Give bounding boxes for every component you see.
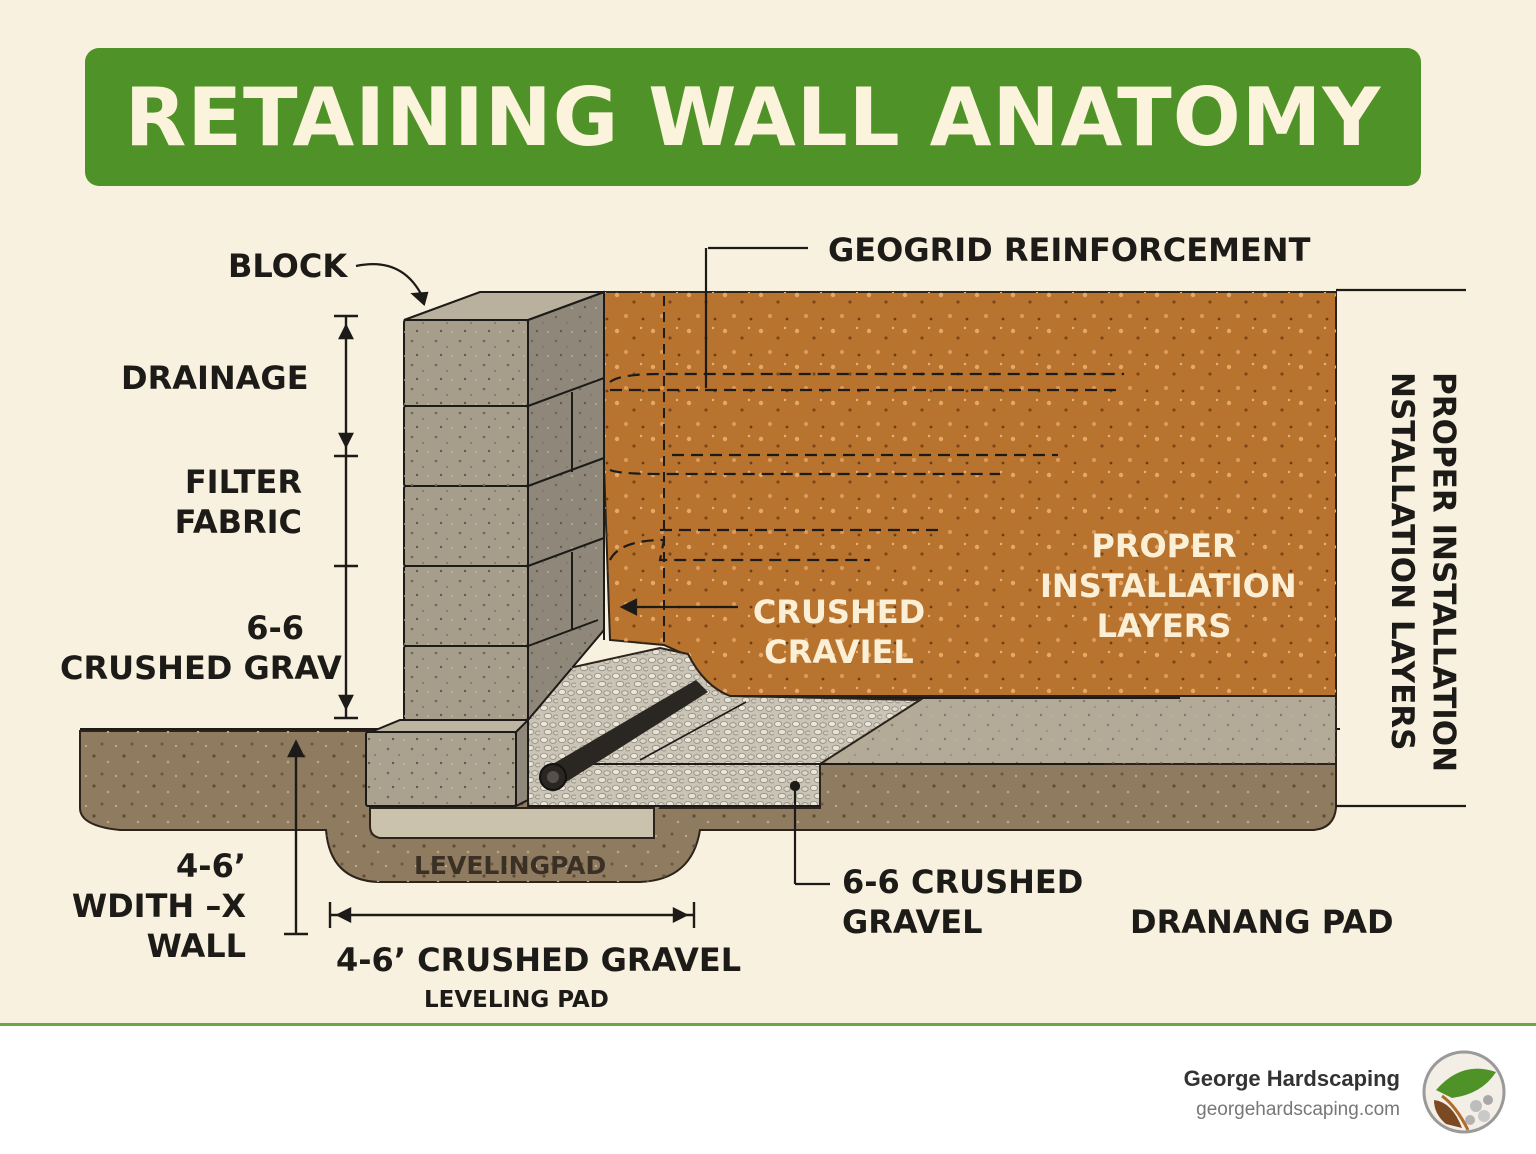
leveling-pad [369, 807, 655, 839]
label-dranang-pad: DRANANG PAD [1130, 903, 1394, 941]
drain-pipe [539, 680, 708, 791]
label-crushed-craviel-line1: CRUSHED [752, 593, 926, 631]
label-crushed-craviel-line2: CRAVIEL [764, 633, 914, 671]
label-crushed-grav: 6-6 CRUSHED GRAV [60, 608, 342, 688]
label-proper-line2: INSTALLATION [1040, 567, 1297, 605]
company-logo-icon [1422, 1050, 1506, 1134]
label-crushed-grav-line1: 6-6 [246, 609, 304, 647]
label-66-crushed-gravel: 6-6 CRUSHED GRAVEL [842, 862, 1083, 942]
label-proper-installation: PROPER INSTALLATION LAYERS [1040, 526, 1297, 646]
company-url[interactable]: georgehardscaping.com [1196, 1099, 1400, 1120]
vertical-caption-line1: PROPER INSTALLATION [1425, 372, 1462, 773]
gravel-drainage-zone [527, 646, 1104, 807]
filter-fabric [603, 292, 665, 645]
label-66-line1: 6-6 CRUSHED [842, 863, 1084, 901]
label-crushed-gravel-main: 4-6’ CRUSHED GRAVEL [336, 941, 742, 979]
vertical-caption-line2: NSTALLATION LAYERS [1383, 372, 1420, 751]
label-wall-width-line1: 4-6’ [176, 847, 246, 885]
dimension-lines [284, 314, 696, 936]
company-name: George Hardscaping [1183, 1066, 1400, 1091]
label-filter-fabric: FILTER FABRIC [150, 462, 302, 542]
label-filter-fabric-line2: FABRIC [174, 503, 302, 541]
label-66-line2: GRAVEL [842, 903, 983, 941]
label-wall-width-line3: WALL [146, 927, 246, 965]
label-filter-fabric-line1: FILTER [184, 463, 302, 501]
label-crushed-grav-line2: CRUSHED GRAV [60, 649, 342, 687]
page-title: RETAINING WALL ANATOMY [124, 71, 1382, 164]
vertical-caption: PROPER INSTALLATION NSTALLATION LAYERS [1380, 372, 1464, 772]
leader-lines [355, 246, 1466, 886]
geogrid-layers [609, 372, 1124, 562]
label-crushed-craviel: CRUSHED CRAVIEL [738, 592, 940, 672]
footer-divider [0, 1023, 1536, 1026]
label-geogrid: GEOGRID REINFORCEMENT [828, 231, 1311, 269]
title-banner: RETAINING WALL ANATOMY [85, 48, 1421, 186]
block-wall [365, 290, 605, 808]
label-leveling-pad-inner: LEVELINGPAD [414, 851, 607, 880]
footer [0, 1026, 1536, 1154]
label-wall-width: 4-6’ WDITH –X WALL [50, 846, 246, 966]
label-proper-line3: LAYERS [1096, 607, 1232, 645]
label-drainage: DRAINAGE [121, 359, 309, 397]
label-proper-line1: PROPER [1091, 527, 1237, 565]
wall-cross-section [79, 246, 1466, 936]
label-wall-width-line2: WDITH –X [71, 887, 246, 925]
label-block: BLOCK [228, 247, 348, 285]
label-leveling-pad-sub: LEVELING PAD [424, 987, 609, 1013]
